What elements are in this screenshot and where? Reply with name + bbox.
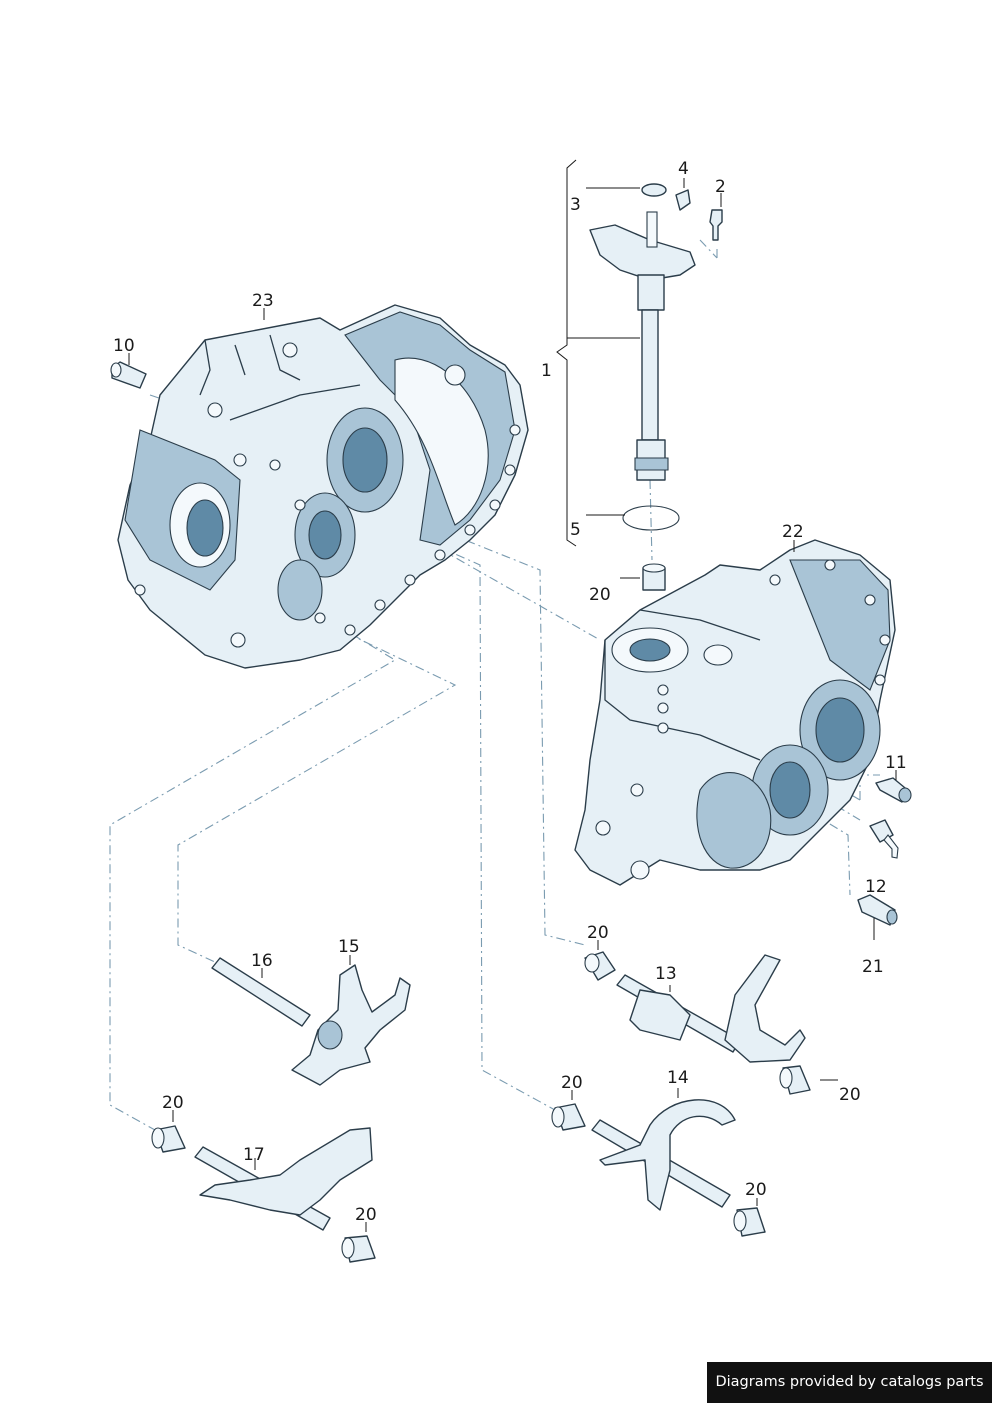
selector-shaft-16 [211, 957, 311, 1027]
selector-fork-13 [616, 954, 806, 1063]
callout-23: 23 [252, 291, 274, 311]
callout-22: 22 [782, 522, 804, 542]
callout-20: 20 [745, 1180, 767, 1200]
callout-14: 14 [667, 1068, 689, 1088]
callout-10: 10 [113, 336, 135, 356]
callout-20: 20 [355, 1205, 377, 1225]
callout-16: 16 [251, 951, 273, 971]
shift-shaft-assembly-1 [589, 183, 723, 531]
switch-12 [857, 894, 898, 926]
callout-20: 20 [162, 1093, 184, 1113]
plug-11 [875, 777, 912, 803]
callout-4: 4 [678, 159, 689, 179]
callout-11: 11 [885, 753, 907, 773]
callout-20: 20 [839, 1085, 861, 1105]
credit-banner: Diagrams provided by catalogs parts [707, 1362, 992, 1403]
callout-12: 12 [865, 877, 887, 897]
gearbox-housing-22 [574, 539, 896, 886]
selector-fork-14 [591, 1099, 736, 1211]
bushing-20-a [642, 563, 666, 591]
callout-3: 3 [570, 195, 581, 215]
callout-15: 15 [338, 937, 360, 957]
selector-fork-17 [194, 1127, 373, 1231]
callout-labels: 1 2 3 4 5 10 11 12 13 14 15 16 17 21 22 … [113, 159, 907, 1225]
callout-17: 17 [243, 1145, 265, 1165]
callout-2: 2 [715, 177, 726, 197]
callout-20: 20 [561, 1073, 583, 1093]
callout-20: 20 [587, 923, 609, 943]
callout-13: 13 [655, 964, 677, 984]
switch-21 [869, 819, 899, 859]
clutch-housing-23 [117, 304, 529, 669]
callout-5: 5 [570, 520, 581, 540]
leader-lines [128, 159, 897, 1232]
selector-fork-15 [291, 964, 411, 1086]
callout-21: 21 [862, 957, 884, 977]
dowel-10 [110, 361, 147, 389]
callout-20: 20 [589, 585, 611, 605]
callout-1: 1 [541, 361, 552, 381]
bushing-20-set [151, 951, 811, 1263]
